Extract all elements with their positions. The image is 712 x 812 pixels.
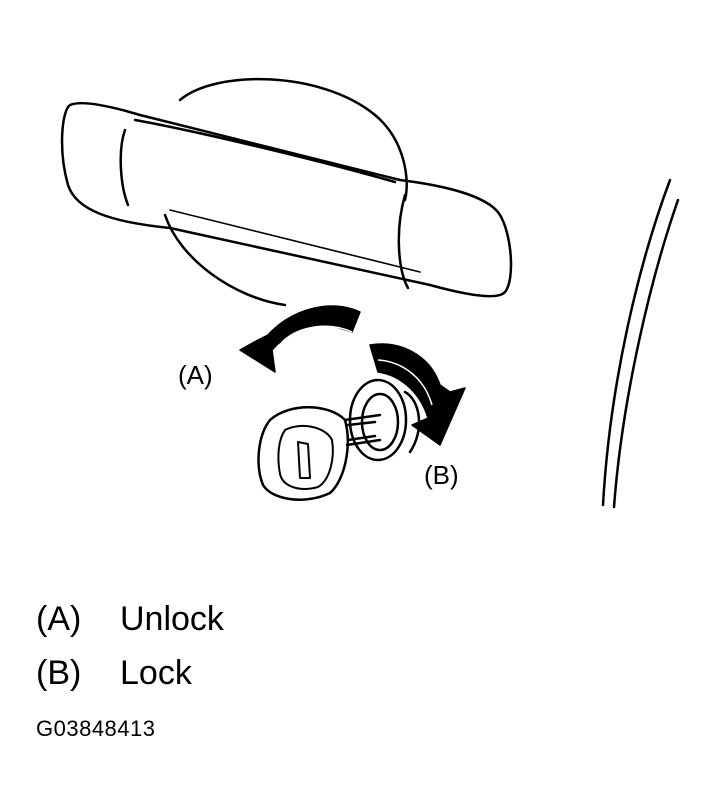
figure-id: G03848413 [36,716,156,741]
key-head [257,406,349,501]
door-edge-line [601,178,672,507]
callout-a-label: (A) [178,360,213,390]
key-ring-slot [297,441,311,479]
callout-b-label: (B) [424,460,459,490]
legend-row-unlock: (A) Unlock [36,602,224,636]
door-edge-line [612,198,680,509]
legend-row-lock: (B) Lock [36,656,192,690]
legend-label: Unlock [120,600,224,638]
lock-arrow [369,343,466,446]
unlock-arrow [239,305,361,373]
key-cylinder-inner [360,392,400,452]
key-cylinder-rim [403,390,421,454]
key-blade [343,413,382,447]
legend-label: Lock [120,654,192,692]
legend-key: (A) [36,600,82,638]
key-head-inner [277,424,334,490]
handle-highlight [154,123,421,273]
legend-key: (B) [36,654,82,692]
door-handle-outline [60,101,513,298]
door-handle-illustration [60,77,680,509]
handle-recess [163,77,408,307]
